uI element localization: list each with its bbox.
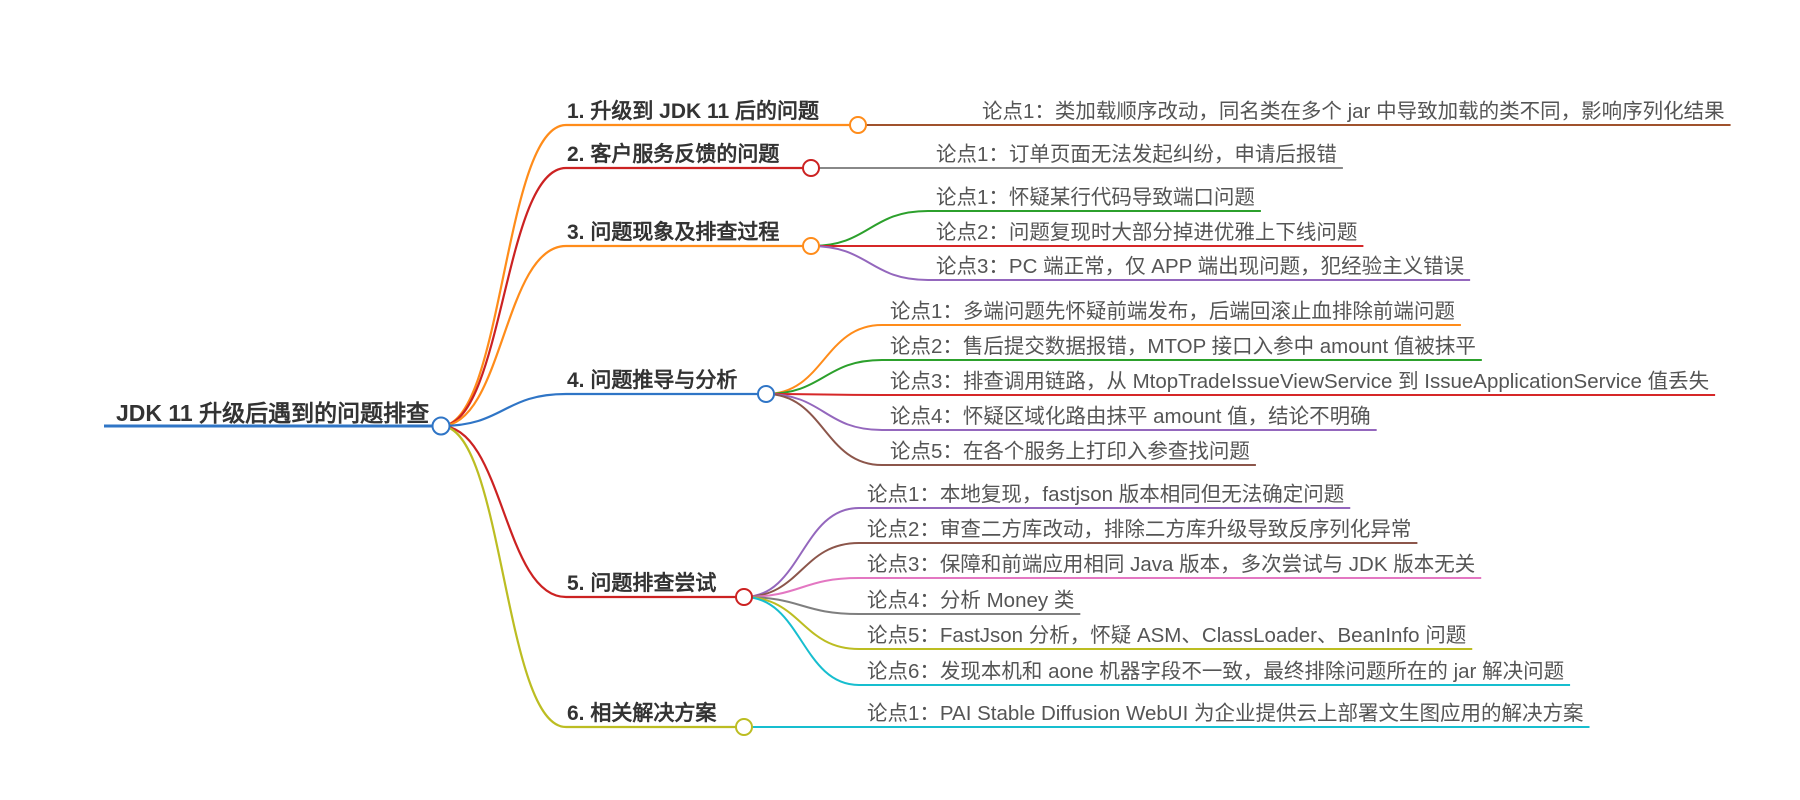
leaf-topic[interactable]: 论点2：售后提交数据报错，MTOP 接口入参中 amount 值被抹平 (890, 335, 1476, 358)
root-topic[interactable]: JDK 11 升级后遇到的问题排查 (116, 400, 429, 426)
leaf-connector (743, 507, 860, 598)
branch-connector (440, 424, 567, 729)
branch-connector (440, 424, 567, 599)
leaf-connector (810, 245, 929, 281)
branch-topic-6[interactable]: 6. 相关解决方案 (567, 701, 717, 725)
leaf-connector (765, 324, 883, 395)
branch-collapse-toggle[interactable] (757, 385, 775, 403)
leaf-topic[interactable]: 论点4：怀疑区域化路由抹平 amount 值，结论不明确 (890, 405, 1371, 428)
leaf-connector (743, 542, 860, 598)
branch-collapse-toggle[interactable] (802, 237, 820, 255)
branch-connector (440, 123, 567, 428)
leaf-topic[interactable]: 论点3：PC 端正常，仅 APP 端出现问题，犯经验主义错误 (936, 255, 1464, 278)
leaf-connector (765, 393, 883, 466)
leaf-connector (765, 393, 883, 396)
leaf-topic[interactable]: 论点2：问题复现时大部分掉进优雅上下线问题 (936, 221, 1357, 244)
branch-topic-1[interactable]: 1. 升级到 JDK 11 后的问题 (567, 99, 820, 123)
leaf-connector (743, 577, 860, 598)
leaf-connector (765, 393, 883, 431)
leaf-topic[interactable]: 论点1：多端问题先怀疑前端发布，后端回滚止血排除前端问题 (890, 300, 1455, 323)
branch-collapse-toggle[interactable] (735, 588, 753, 606)
branch-connector (440, 244, 567, 428)
leaf-topic[interactable]: 论点1：类加载顺序改动，同名类在多个 jar 中导致加载的类不同，影响序列化结果 (982, 100, 1725, 123)
branch-connector (440, 392, 567, 428)
leaf-topic[interactable]: 论点5：在各个服务上打印入参查找问题 (890, 440, 1250, 463)
leaf-topic[interactable]: 论点1：怀疑某行代码导致端口问题 (936, 186, 1255, 209)
branch-topic-2[interactable]: 2. 客户服务反馈的问题 (567, 142, 780, 166)
leaf-topic[interactable]: 论点1：PAI Stable Diffusion WebUI 为企业提供云上部署… (867, 702, 1584, 725)
leaf-topic[interactable]: 论点3：排查调用链路，从 MtopTradeIssueViewService 到… (890, 370, 1709, 393)
leaf-topic[interactable]: 论点1：订单页面无法发起纠纷，申请后报错 (936, 143, 1337, 166)
leaf-topic[interactable]: 论点2：审查二方库改动，排除二方库升级导致反序列化异常 (867, 518, 1411, 541)
leaf-connector (765, 359, 883, 395)
leaf-connector (743, 596, 860, 650)
branch-collapse-toggle[interactable] (735, 718, 753, 736)
branch-collapse-toggle[interactable] (802, 159, 820, 177)
branch-connector (440, 166, 567, 428)
leaf-connector (810, 210, 929, 247)
root-collapse-toggle[interactable] (431, 416, 451, 436)
leaf-topic[interactable]: 论点5：FastJson 分析，怀疑 ASM、ClassLoader、BeanI… (867, 624, 1466, 647)
leaf-topic[interactable]: 论点3：保障和前端应用相同 Java 版本，多次尝试与 JDK 版本无关 (867, 553, 1475, 576)
leaf-connector (743, 596, 860, 615)
leaf-topic[interactable]: 论点6：发现本机和 aone 机器字段不一致，最终排除问题所在的 jar 解决问… (867, 660, 1564, 683)
leaf-topic[interactable]: 论点4：分析 Money 类 (867, 589, 1074, 612)
branch-collapse-toggle[interactable] (849, 116, 867, 134)
leaf-connector (743, 596, 860, 686)
leaf-topic[interactable]: 论点1：本地复现，fastjson 版本相同但无法确定问题 (867, 483, 1344, 506)
branch-topic-4[interactable]: 4. 问题推导与分析 (567, 368, 737, 392)
branch-topic-3[interactable]: 3. 问题现象及排查过程 (567, 220, 779, 244)
branch-topic-5[interactable]: 5. 问题排查尝试 (567, 571, 716, 595)
